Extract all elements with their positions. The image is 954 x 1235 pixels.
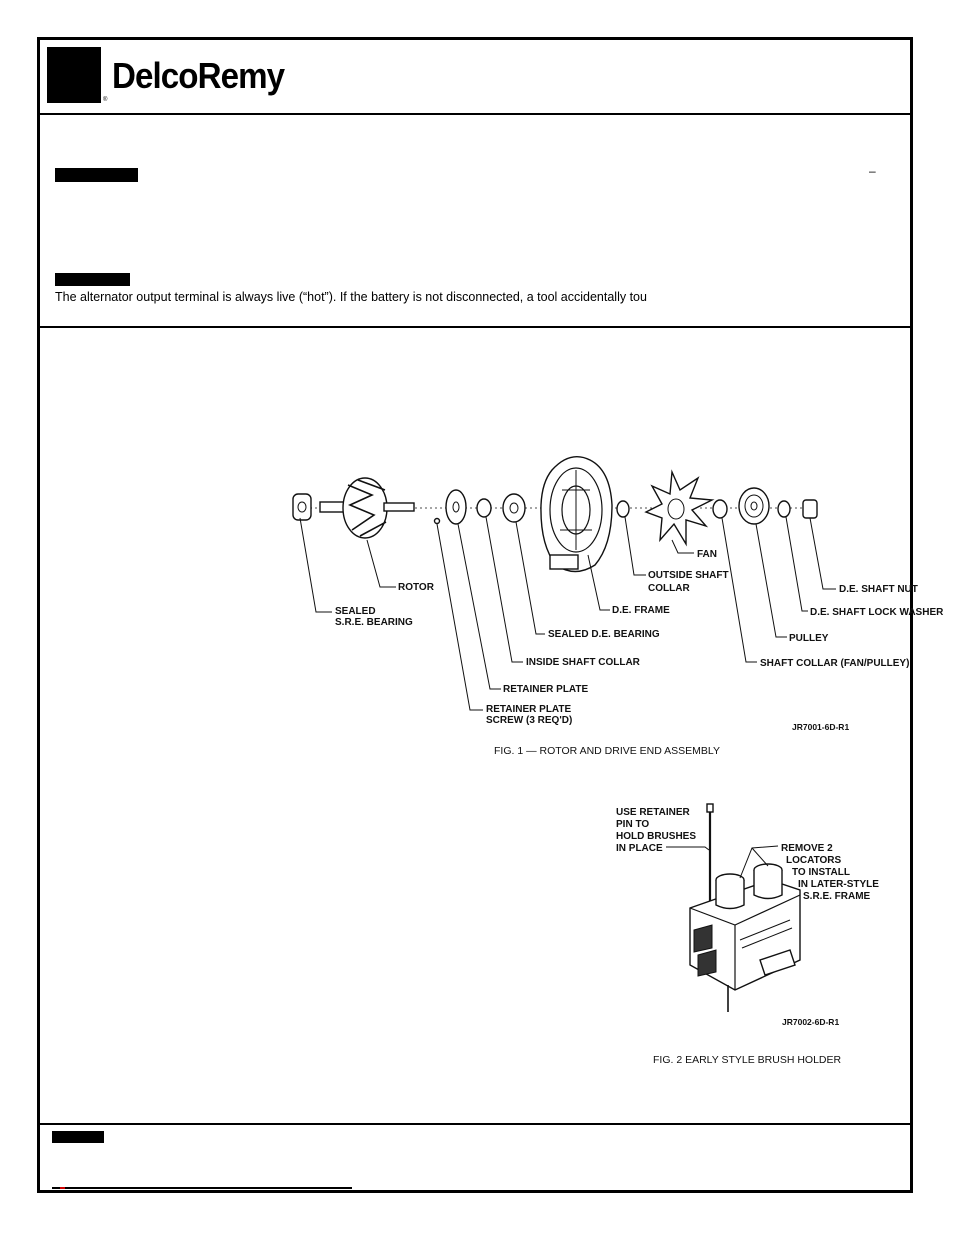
rotor-part (319, 477, 415, 539)
label-retainer-screw-1: RETAINER PLATE (486, 704, 572, 715)
fig2-label-retainer-1: USE RETAINER (616, 807, 690, 818)
shaft-collar-part (712, 499, 728, 519)
de-bearing-part (502, 493, 526, 523)
stray-dash: – (869, 164, 876, 178)
label-sealed-sre-2: S.R.E. BEARING (335, 617, 413, 628)
fig2-label-retainer-3: HOLD BRUSHES (616, 831, 696, 842)
label-shaft-nut: D.E. SHAFT NUT (839, 584, 918, 595)
brand-logo-text: DelcoRemy (112, 55, 285, 96)
warning-text: The alternator output terminal is always… (55, 290, 647, 304)
label-sealed-de-bearing: SEALED D.E. BEARING (548, 629, 660, 640)
lock-washer-part (777, 500, 791, 518)
shaft-nut-part (802, 499, 818, 519)
brand-logo-block (47, 47, 101, 103)
fan-part (644, 469, 715, 547)
page-frame (37, 37, 913, 1193)
outside-collar-part (616, 500, 630, 518)
sre-bearing-part (292, 493, 312, 521)
footer-divider (37, 1123, 913, 1125)
fig2-label-retainer-2: PIN TO (616, 819, 649, 830)
label-fan: FAN (697, 549, 717, 560)
redacted-heading-caution (55, 168, 138, 182)
header-divider (37, 113, 913, 115)
fig1-code: JR7001-6D-R1 (792, 722, 849, 732)
section-divider (37, 326, 913, 328)
fig1-rotor-drive-end-diagram: SEALED S.R.E. BEARING ROTOR RETAINER PLA… (292, 456, 944, 757)
label-retainer-plate: RETAINER PLATE (503, 684, 589, 695)
label-outside-collar-1: OUTSIDE SHAFT (648, 570, 729, 581)
inside-collar-part (476, 498, 492, 518)
label-de-frame: D.E. FRAME (612, 605, 670, 616)
footer-accent (60, 1187, 65, 1189)
de-frame-part (540, 456, 613, 573)
fig2-code: JR7002-6D-R1 (782, 1017, 839, 1027)
fig1-caption: FIG. 1 — ROTOR AND DRIVE END ASSEMBLY (494, 745, 720, 757)
retainer-screw-part (433, 517, 441, 525)
label-inside-collar: INSIDE SHAFT COLLAR (526, 657, 641, 668)
fig2-label-retainer-4: IN PLACE (616, 843, 663, 854)
fig2-label-locators-4: IN LATER-STYLE (798, 879, 879, 890)
fig2-label-locators-3: TO INSTALL (792, 867, 850, 878)
label-outside-collar-2: COLLAR (648, 583, 690, 594)
registered-mark: ® (103, 97, 108, 103)
redacted-heading-warning (55, 273, 130, 286)
label-rotor: ROTOR (398, 582, 435, 593)
fig2-brush-holder-diagram: USE RETAINER PIN TO HOLD BRUSHES IN PLAC… (616, 803, 879, 1066)
retainer-plate-part (445, 489, 467, 525)
label-retainer-screw-2: SCREW (3 REQ'D) (486, 715, 572, 726)
label-sealed-sre-1: SEALED (335, 606, 376, 617)
fig2-label-locators-5: S.R.E. FRAME (803, 891, 871, 902)
fig2-label-locators-1: REMOVE 2 (781, 843, 833, 854)
fig2-caption: FIG. 2 EARLY STYLE BRUSH HOLDER (653, 1054, 841, 1066)
label-lock-washer: D.E. SHAFT LOCK WASHER (810, 607, 944, 618)
label-shaft-collar: SHAFT COLLAR (FAN/PULLEY) (760, 658, 909, 669)
fig2-label-locators-2: LOCATORS (786, 855, 842, 866)
label-pulley: PULLEY (789, 633, 829, 644)
redacted-heading-note (52, 1131, 104, 1143)
footer-rule (52, 1187, 352, 1189)
pulley-part (738, 487, 770, 525)
